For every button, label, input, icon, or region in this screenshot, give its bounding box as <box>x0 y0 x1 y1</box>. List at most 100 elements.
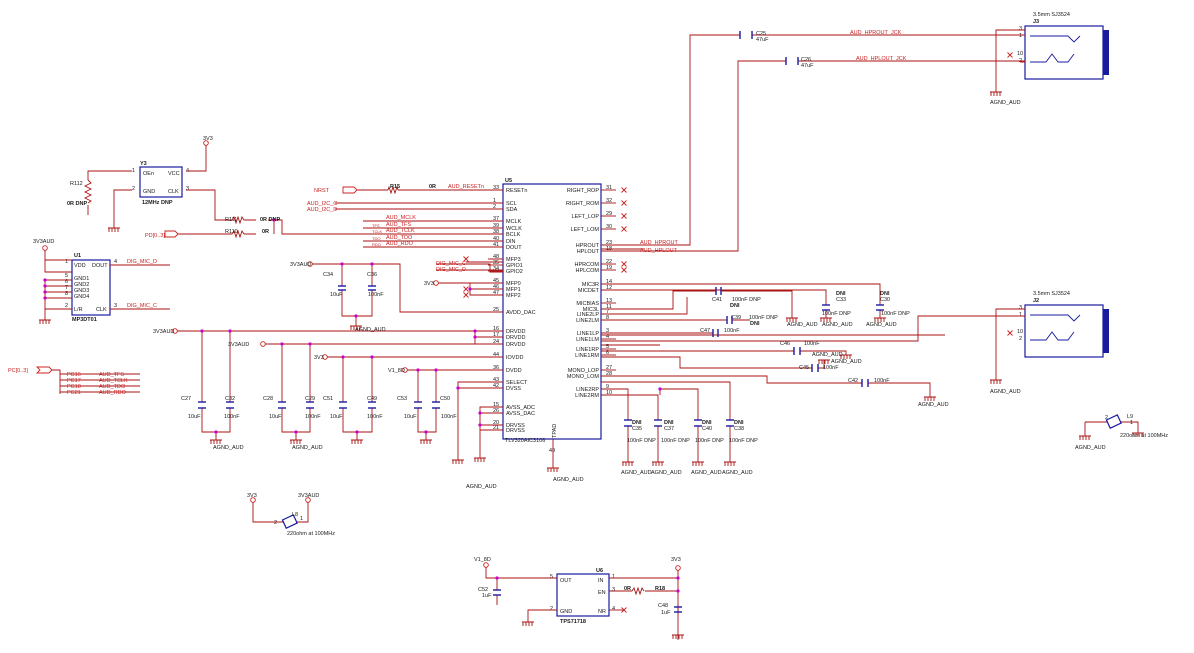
u5-left-pin-name: SCL <box>506 201 517 207</box>
junction-dot <box>676 576 680 580</box>
c30-ref: C30 <box>880 297 890 303</box>
l9-pin-1: 1 <box>1130 420 1133 426</box>
ground-icon <box>820 317 832 322</box>
c51-ref: C51 <box>323 396 333 402</box>
u6-num-5: 5 <box>550 574 553 580</box>
resistor-r18 <box>631 586 645 596</box>
gnd-label-c35: AGND_AUD <box>621 470 652 476</box>
u6-body <box>556 573 610 617</box>
u5-right-pin-num: 22 <box>606 259 612 265</box>
label-aud-hplout-jck: AUD_HPLOUT_JCK <box>856 56 907 62</box>
c40-dni: DNI <box>702 420 712 426</box>
u5-right-pin-num: 11 <box>606 304 612 310</box>
r111-value: 0R DNP <box>260 217 281 223</box>
c45-ref: C45 <box>799 365 809 371</box>
label-pc: PC[0..3] <box>8 368 28 374</box>
c26-ref: C26 <box>801 57 811 63</box>
bead-l8 <box>281 514 298 529</box>
r110-value: 0R <box>262 229 269 235</box>
j2-ref: J2 <box>1033 298 1039 304</box>
u5-right-pin-num: 29 <box>606 211 612 217</box>
u5-right-pin-num: 8 <box>606 315 609 321</box>
u5-right-pin-num: 10 <box>606 390 612 396</box>
c50-ref: C50 <box>440 396 450 402</box>
port-pc <box>35 366 53 374</box>
label-3v3aud-avdd: 3V3AUD <box>290 262 311 268</box>
u1-pin-dout: DOUT <box>92 263 108 269</box>
resistor-r15 <box>387 185 399 195</box>
u5-right-pin-num: 32 <box>606 198 612 204</box>
c37-ref: C37 <box>664 426 674 432</box>
u5-right-pin-name: LINE1LM <box>576 337 599 343</box>
label-ln-tdo: TDO <box>372 236 380 241</box>
j2-num-10: 10 <box>1017 329 1023 335</box>
c53-value: 10uF <box>404 414 417 420</box>
label-aud-mclk: AUD_MCLK <box>386 215 416 221</box>
u5-body <box>502 183 602 440</box>
label-dig-mic-c: DIG_MIC_C <box>436 261 466 267</box>
label-3v3-ldo: 3V3 <box>671 557 681 563</box>
junction-dot <box>200 329 204 333</box>
u5-right-pin-name: LINE2LP <box>577 312 599 318</box>
r112-value: 0R DNP <box>67 201 88 207</box>
ground-icon <box>672 634 684 639</box>
u1-num-3: 3 <box>114 303 117 309</box>
u5-right-pin-name: LINE1RM <box>575 353 599 359</box>
c34-ref: C34 <box>323 272 333 278</box>
label-3v3aud-bead: 3V3AUD <box>298 493 319 499</box>
u5-left-pin-name: DOUT <box>506 245 522 251</box>
u5-right-pin-num: 5 <box>606 344 609 350</box>
ground-icon <box>39 319 51 324</box>
label-aud-tdo-pc: AUD_TDO <box>99 384 126 390</box>
u5-left-pin-name: GPIO1 <box>506 263 523 269</box>
r15-value: 0R <box>429 184 436 190</box>
u6-pin-out: OUT <box>560 578 572 584</box>
gnd-label-j3: AGND_AUD <box>990 100 1021 106</box>
c35-value: 100nF DNP <box>627 438 656 444</box>
c46-value: 100nF <box>804 341 820 347</box>
c38-ref: C38 <box>734 426 744 432</box>
u5-right-pin-name: MONO_LOP <box>568 368 600 374</box>
ground-icon <box>210 439 222 444</box>
junction-dot <box>355 430 359 434</box>
u5-right-pin-name: LEFT_LOM <box>571 227 600 233</box>
ground-icon <box>622 461 634 466</box>
u5-right-pin-name: RIGHT_ROP <box>567 188 599 194</box>
label-3v3aud-drvdd2: 3V3AUD <box>228 342 249 348</box>
u1-body <box>71 259 111 316</box>
u5-tpad-num: 49 <box>549 448 555 454</box>
j3-ref: J3 <box>1033 19 1039 25</box>
junction-dot <box>354 314 358 318</box>
c34-value: 10uF <box>330 292 343 298</box>
label-ln-tclk: TCLK <box>372 229 383 234</box>
label-3v3-bead: 3V3 <box>247 493 257 499</box>
l8-value: 220ohm at 100MHz <box>287 531 335 537</box>
resistor-r110 <box>231 229 245 239</box>
resistor-r112 <box>83 179 93 204</box>
j2-sleeve <box>1103 309 1109 353</box>
junction-dot <box>658 387 662 391</box>
u5-left-pin-name: DRVDD <box>506 329 525 335</box>
junction-dot <box>416 368 420 372</box>
ground-icon <box>108 227 120 232</box>
u1-pin-gnd1: GND1 <box>74 276 89 282</box>
u5-left-pin-num: 17 <box>493 332 499 338</box>
u5-left-pin-name: IOVDD <box>506 355 523 361</box>
ground-icon <box>350 325 362 330</box>
u5-left-pin-num: 40 <box>493 236 499 242</box>
ferrite-beads <box>281 414 1122 529</box>
c38-value: 100nF DNP <box>729 438 758 444</box>
y3-num-1: 1 <box>132 168 135 174</box>
u6-pin-gnd: GND <box>560 609 572 615</box>
u5-left-pin-num: 35 <box>493 260 499 266</box>
gnd-label-avss: AGND_AUD <box>466 484 497 490</box>
u1-num-2: 2 <box>65 303 68 309</box>
ground-icon <box>290 439 302 444</box>
port-pd <box>164 230 179 238</box>
junction-dot <box>676 589 680 593</box>
c27-value: 10uF <box>188 414 201 420</box>
label-dig-mic-d: DIG_MIC_D <box>436 267 466 273</box>
no-connect-icon <box>463 292 469 298</box>
l8-ref: L8 <box>292 512 298 518</box>
